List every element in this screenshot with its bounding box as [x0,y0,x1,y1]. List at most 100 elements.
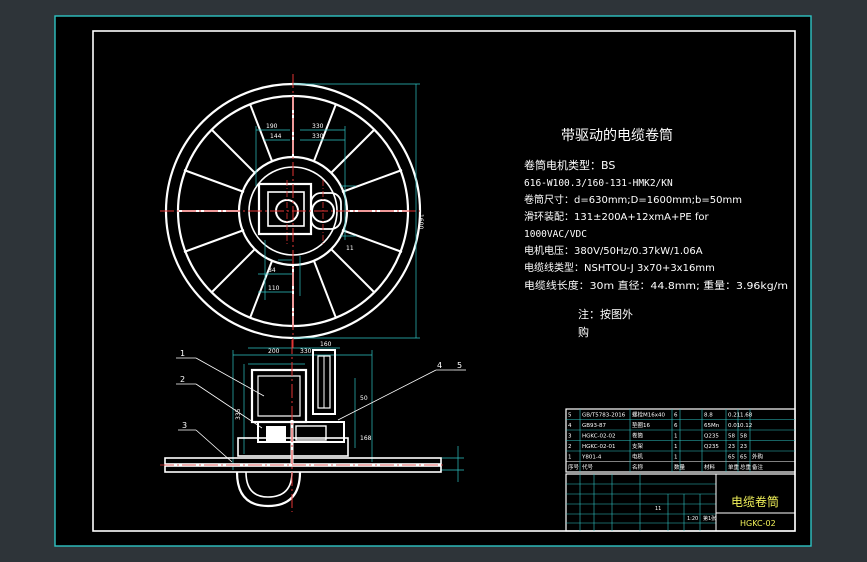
gearbox [266,426,286,442]
dim-label: 1600 [417,214,424,229]
front-dimension-labels: 190 144 330 330 1600 11 84 110 [266,123,424,292]
table-cell-w2: 23 [740,444,747,450]
spec-block: 带驱动的电缆卷筒 卷筒电机类型：BS 616-W100.3/160-131-HM… [524,127,788,339]
table-cell-w2: 1.68 [740,413,753,419]
table-cell-mat: 8.8 [704,413,713,419]
table-cell-no: 2 [568,444,572,450]
table-cell-w2: 0.12 [740,423,752,429]
table-cell-code: GB93-87 [582,423,607,429]
table-cell-w1: 0.01 [728,423,740,429]
balloon-label: 2 [180,375,185,384]
dim-label: 110 [268,285,280,292]
spec-line: 滑环装配：131±200A+12xmA+PE for [524,210,710,223]
title-block-weight: 11 [655,506,661,512]
dim-label: 160 [320,341,332,348]
balloon-label: 1 [180,349,185,358]
table-cell-no: 序号 [568,463,580,471]
coupling-block [257,421,345,443]
title-block-code: HGKC-02 [740,519,776,528]
table-cell-mat: 材料 [704,463,716,471]
table-cell-no: 5 [568,413,572,419]
drum-flange-lower [164,465,442,473]
table-cell-name: 螺栓M16x40 [632,411,665,419]
spec-line: 卷筒尺寸：d=630mm;D=1600mm;b=50mm [524,193,742,206]
table-cell-name: 支架 [632,442,644,450]
table-cell-code: GB/T5783-2016 [582,413,626,419]
table-cell-no: 1 [568,455,572,461]
balloon-label: 4 [437,361,442,370]
spec-line: 电缆线类型：NSHTOU-J 3x70+3x16mm [524,261,715,274]
drawing-title: 带驱动的电缆卷筒 [561,127,673,144]
table-cell-w2: 58 [740,434,747,440]
dim-label: 190 [266,123,278,130]
table-cell-no: 3 [568,434,572,440]
table-cell-w1: 23 [728,444,735,450]
table-cell-qty: 1 [674,434,678,440]
dim-label: 335 [235,408,242,420]
spec-line: 1000VAC/VDC [524,229,587,240]
table-cell-w2: 总重 [740,463,752,471]
dim-label: 330 [300,348,312,355]
drum-side-view: 200 160 330 335 50 168 [160,340,464,512]
table-cell-w1: 65 [728,455,735,461]
table-row: 1 Y801-4 电机 1 65 65 外购 [568,453,764,461]
table-cell-code: Y801-4 [581,455,602,461]
part-balloons: 1 2 3 4 5 [176,349,466,463]
table-cell-qty: 1 [674,455,678,461]
drum-front-view [160,74,422,348]
table-cell-qty: 6 [674,423,678,429]
table-cell-note: 备注 [752,463,764,471]
front-dimensions [255,83,420,339]
title-block-scale: 1:20 [687,516,698,522]
dim-label: 200 [268,348,280,355]
spec-line: 616-W100.3/160-131-HMK2/KN [524,178,673,189]
table-cell-qty: 1 [674,444,678,450]
title-block-sheet: 第1张 [703,515,716,522]
table-cell-code: HGKC-02-02 [582,434,616,440]
dim-label: 84 [268,267,276,274]
table-cell-name: 卷筒 [632,432,644,440]
balloon-label: 5 [457,361,462,370]
dim-label: 330 [312,123,324,130]
table-cell-w1: 58 [728,434,735,440]
table-cell-mat: Q235 [704,434,719,440]
note-line: 注：按图外 [578,307,633,321]
table-cell-mat: 65Mn [704,423,720,429]
table-cell-mat: Q235 [704,444,719,450]
table-row: 2 HGKC-02-01 支架 1 Q235 23 23 [568,442,747,450]
drum-flange-upper [164,457,442,465]
dim-label: 330 [312,133,324,140]
title-block-name: 电缆卷筒 [731,494,779,509]
dim-label: 50 [360,395,368,402]
table-row: 3 HGKC-02-02 卷筒 1 Q235 58 58 [568,432,747,440]
table-cell-code: 代号 [582,463,594,471]
spec-line: 卷筒电机类型：BS [524,158,615,172]
table-cell-note: 外购 [752,453,764,461]
dim-label: 11 [346,245,354,252]
table-cell-name: 名称 [632,463,644,471]
spec-line: 电缆线长度：30m 直径：44.8mm; 重量：3.96kg/m [524,279,788,292]
table-cell-qty: 6 [674,413,678,419]
table-cell-qty: 数量 [674,463,686,471]
dim-label: 144 [270,133,282,140]
spec-line: 电机电压：380V/50Hz/0.37kW/1.06A [524,244,703,257]
slip-ring-housing [312,349,336,415]
drawing-frame [92,30,796,532]
table-cell-code: HGKC-02-01 [582,444,616,450]
balloon-label: 3 [182,421,187,430]
title-block: 电缆卷筒 HGKC-02 1:20 第1张 11 [565,473,796,532]
note-line: 购 [578,325,589,339]
drum-hub-arc [235,471,302,508]
table-cell-w2: 65 [740,455,747,461]
dim-label: 168 [360,435,372,442]
table-cell-w1: 0.21 [728,413,740,419]
table-cell-name: 电机 [632,453,644,461]
table-row: 序号代号 名称 数量 材料 单重总重备注 [568,463,764,471]
table-cell-name: 垫圈16 [632,421,650,429]
table-cell-w1: 单重 [728,463,740,471]
table-cell-no: 4 [568,423,572,429]
